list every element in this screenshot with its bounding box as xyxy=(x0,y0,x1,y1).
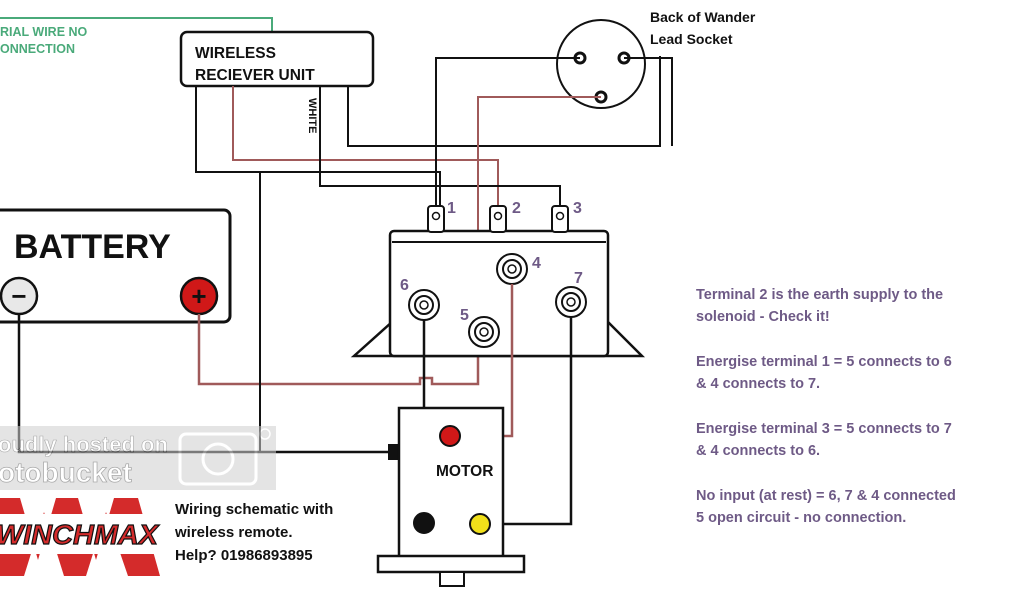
note-energise-3: Energise terminal 3 = 5 connects to 7 & … xyxy=(696,418,1024,462)
receiver-wire-white xyxy=(319,86,561,206)
battery-positive-symbol: + xyxy=(191,281,206,311)
note-at-rest-line-1: No input (at rest) = 6, 7 & 4 connected xyxy=(696,488,956,504)
socket-wire-right xyxy=(624,57,673,146)
battery-positive-wire xyxy=(197,314,480,386)
stud-7-to-motor-wire xyxy=(482,317,573,526)
motor-black-terminal xyxy=(413,512,435,534)
socket-label-line-1: Back of Wander xyxy=(650,9,756,25)
note-energise-1: Energise terminal 1 = 5 connects to 6 & … xyxy=(696,351,1024,395)
wander-lead-socket xyxy=(556,19,646,109)
motor-yellow-terminal xyxy=(469,513,491,535)
note-at-rest: No input (at rest) = 6, 7 & 4 connected … xyxy=(696,485,1024,529)
battery xyxy=(0,208,232,324)
stud-7-bolt xyxy=(566,297,576,307)
receiver-wire-black xyxy=(195,86,441,206)
note-energise-3-line-1: Energise terminal 3 = 5 connects to 7 xyxy=(696,421,952,437)
terminal-3-label: 3 xyxy=(573,200,582,217)
note-terminal-2-line-2: solenoid - Check it! xyxy=(696,309,830,325)
note-at-rest-line-2: 5 open circuit - no connection. xyxy=(696,510,907,526)
stud-4-bolt xyxy=(507,264,517,274)
terminal-2-hole xyxy=(493,211,503,221)
terminal-1-hole xyxy=(431,211,441,221)
caption-line-1: Wiring schematic with xyxy=(175,501,333,518)
watermark-line-1: oudly hosted on xyxy=(0,432,168,457)
motor-foot xyxy=(439,571,465,587)
stud-6-label: 6 xyxy=(400,277,409,294)
note-terminal-2: Terminal 2 is the earth supply to the so… xyxy=(696,284,1024,328)
receiver-wire-red xyxy=(232,86,499,206)
caption-line-2: wireless remote. xyxy=(174,524,293,541)
battery-negative-symbol: − xyxy=(11,281,26,311)
winchmax-logo: WINCHMAX xyxy=(0,498,162,576)
note-energise-1-line-2: & 4 connects to 7. xyxy=(696,376,821,392)
motor-red-terminal xyxy=(439,425,461,447)
motor-base xyxy=(376,554,526,574)
stud-7-label: 7 xyxy=(574,270,583,287)
motor-label: MOTOR xyxy=(436,463,493,480)
receiver-wire-to-socket xyxy=(347,56,661,147)
terminal-2-label: 2 xyxy=(512,200,521,217)
note-energise-1-line-1: Energise terminal 1 = 5 connects to 6 xyxy=(696,354,952,370)
camera-icon xyxy=(178,432,258,486)
receiver-label-line-1: WIRELESS xyxy=(195,45,276,62)
note-energise-3-line-2: & 4 connects to 6. xyxy=(696,443,821,459)
stud-5-label: 5 xyxy=(460,307,469,324)
battery-label: BATTERY xyxy=(14,228,171,266)
socket-label-line-2: Lead Socket xyxy=(650,31,733,47)
white-wire-label: WHITE xyxy=(306,98,318,133)
watermark-line-2: otobucket xyxy=(0,457,132,488)
terminal-3-hole xyxy=(555,211,565,221)
socket-wire-left xyxy=(435,57,580,206)
aerial-note-line-1: RIAL WIRE NO xyxy=(0,25,88,39)
stud-6-bolt xyxy=(419,300,429,310)
stud-4-label: 4 xyxy=(532,255,541,272)
caption-line-3: Help? 01986893895 xyxy=(175,547,313,564)
aerial-note-line-2: ONNECTION xyxy=(0,42,75,56)
receiver-label-line-2: RECIEVER UNIT xyxy=(195,67,315,84)
terminal-1-label: 1 xyxy=(447,200,456,217)
stud-5-bolt xyxy=(479,327,489,337)
logo-text: WINCHMAX xyxy=(0,519,160,550)
motor-earth-connector xyxy=(388,444,400,460)
photobucket-watermark: oudly hosted on otobucket xyxy=(0,426,276,490)
wireless-receiver-unit xyxy=(179,30,375,88)
note-terminal-2-line-1: Terminal 2 is the earth supply to the xyxy=(696,287,944,303)
